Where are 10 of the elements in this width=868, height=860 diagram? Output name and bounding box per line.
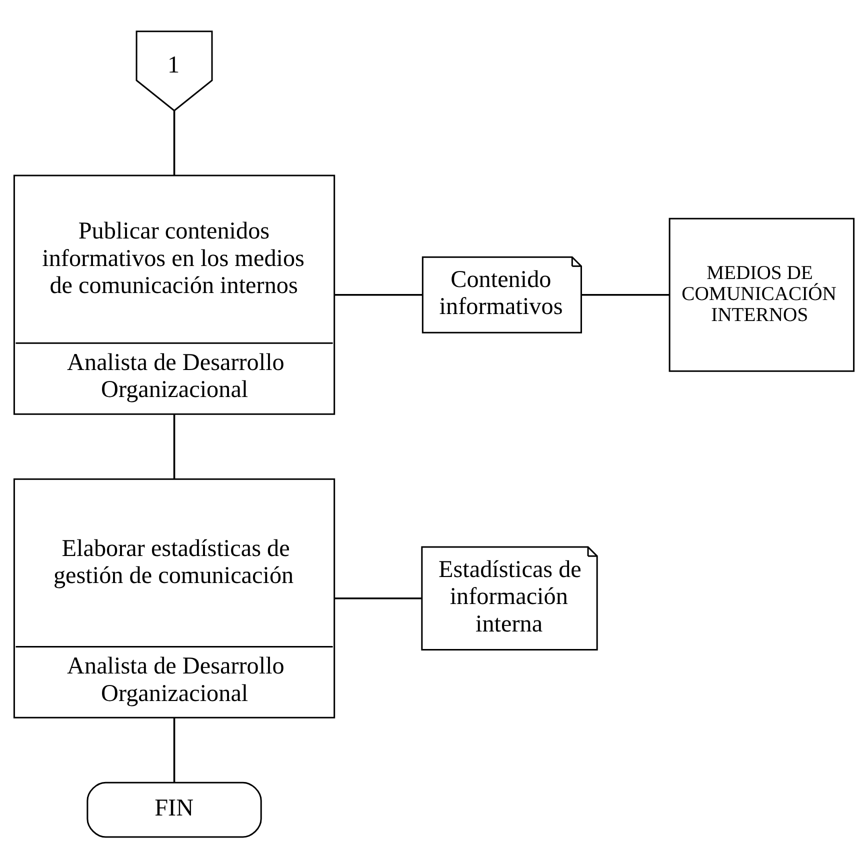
connector <box>582 294 670 296</box>
node-box: FIN <box>86 782 262 838</box>
connector <box>173 414 176 479</box>
node-box: Publicar contenidos informativos en los medios de comunicación internos Analista de Desarrollo Organizacional <box>13 174 336 415</box>
connector <box>334 597 422 600</box>
node-box: MEDIOS DE COMUNICACIÓN INTERNOS <box>668 218 855 372</box>
connector <box>334 294 422 296</box>
connector <box>173 718 176 782</box>
node-box: Elaborar estadísticas de gestión de comunicación Analista de Desarrollo Organizacional <box>13 478 336 718</box>
connector <box>173 110 176 176</box>
